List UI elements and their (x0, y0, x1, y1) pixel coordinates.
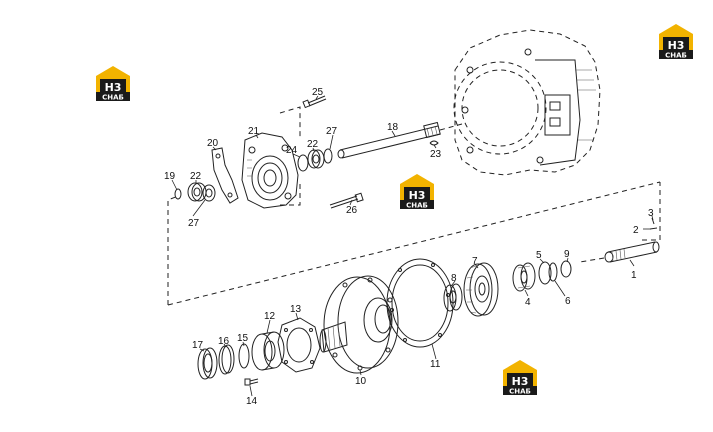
part-23-clip (429, 140, 439, 146)
callout-3: 3 (648, 208, 654, 219)
part-20-plate (211, 147, 239, 204)
watermark-logo-2: H3 CHAБ (659, 24, 693, 60)
part-22-bearing-right (307, 149, 325, 169)
callout-10: 10 (355, 376, 367, 387)
part-6-ring (548, 262, 558, 282)
part-19-ring (174, 188, 182, 200)
leader-lines (171, 95, 654, 397)
svg-text:CHAБ: CHAБ (406, 202, 428, 210)
part-26-bolt (329, 192, 364, 209)
callout-15: 15 (237, 333, 249, 344)
part-15-ring (238, 343, 250, 369)
svg-text:H3: H3 (512, 375, 529, 388)
part-27-seal-right (323, 148, 333, 164)
callout-25: 25 (312, 87, 324, 98)
callout-23: 23 (430, 149, 442, 160)
callout-20: 20 (207, 138, 219, 149)
callout-9: 9 (564, 249, 570, 260)
part-25-bolt (302, 95, 327, 109)
guide-lines (167, 106, 661, 306)
callout-19: 19 (164, 171, 176, 182)
svg-text:CHAБ: CHAБ (509, 388, 531, 396)
callout-27-right: 27 (326, 126, 338, 137)
callout-2: 2 (633, 225, 639, 236)
svg-text:H3: H3 (668, 39, 685, 52)
callout-6: 6 (565, 296, 571, 307)
watermark-logo-1: H3 CHAБ (96, 66, 130, 102)
svg-text:H3: H3 (105, 81, 122, 94)
callout-1: 1 (631, 270, 637, 281)
callout-16: 16 (218, 336, 230, 347)
callout-21: 21 (248, 126, 260, 137)
part-14-bolt (244, 378, 259, 386)
svg-text:CHAБ: CHAБ (665, 52, 687, 60)
callout-8: 8 (451, 273, 457, 284)
part-4-bearing (512, 262, 536, 292)
callout-24: 24 (286, 145, 298, 156)
part-13-gasket (277, 317, 321, 373)
svg-text:H3: H3 (409, 189, 426, 202)
transmission-housing (453, 29, 601, 176)
part-5-ring (538, 261, 552, 285)
callout-7: 7 (472, 256, 478, 267)
part-7-gear (463, 262, 499, 317)
callout-22-right: 22 (307, 139, 319, 150)
part-18-shaft (337, 121, 463, 159)
part-10-carrier (319, 275, 399, 374)
callout-11: 11 (430, 359, 441, 370)
svg-text:CHAБ: CHAБ (102, 94, 124, 102)
callout-4: 4 (525, 297, 531, 308)
callout-26: 26 (346, 205, 358, 216)
callout-27-left: 27 (188, 218, 200, 229)
watermark-logo-4: H3 CHAБ (503, 360, 537, 396)
callout-12: 12 (264, 311, 276, 322)
part-21-pump (241, 132, 299, 209)
part-9-ring (560, 260, 572, 278)
callout-17: 17 (192, 340, 204, 351)
callout-labels: 1 2 3 4 5 6 7 8 9 10 11 12 13 14 15 16 1… (164, 87, 654, 407)
part-12-housing (251, 331, 285, 371)
part-16-ring (218, 344, 235, 375)
callout-18: 18 (387, 122, 399, 133)
part-1-shaft (604, 241, 660, 263)
callout-13: 13 (290, 304, 302, 315)
part-17-seal (197, 347, 218, 380)
callout-14: 14 (246, 396, 258, 407)
watermark-logo-3: H3 CHAБ (400, 174, 434, 210)
part-11-gasket (386, 258, 454, 348)
part-27-seal-left (202, 184, 216, 202)
part-2-pin (649, 227, 658, 230)
part-3-pin (651, 217, 655, 225)
part-24-seal (297, 154, 309, 172)
callout-5: 5 (536, 250, 542, 261)
callout-22-left: 22 (190, 171, 202, 182)
